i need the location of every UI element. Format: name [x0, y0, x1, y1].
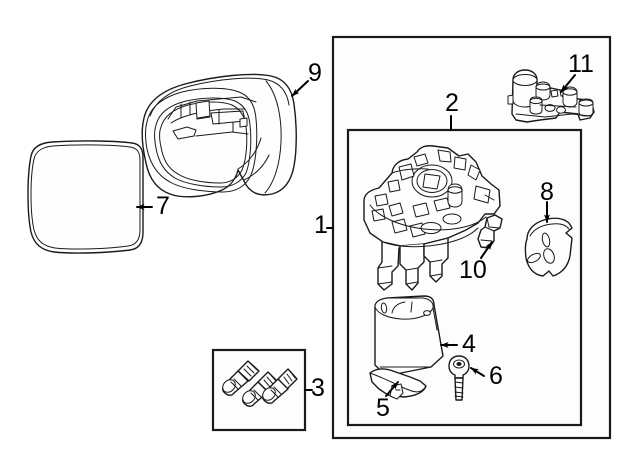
bolt-a: [222, 360, 260, 396]
callout-11: 11: [568, 50, 594, 78]
callout-1: 1: [314, 211, 328, 239]
callout-2: 2: [445, 89, 459, 117]
screw-kit: [222, 360, 298, 407]
callout-7: 7: [156, 192, 170, 220]
callout-3: 3: [311, 374, 325, 402]
mirror-motor-frame: [363, 145, 501, 291]
leader-lines: [136, 74, 576, 397]
bolt-c: [262, 368, 298, 404]
mirror-cap-cover: [374, 295, 444, 377]
callout-6: 6: [489, 362, 503, 390]
callout-4: 4: [462, 330, 476, 358]
gasket-seal: [524, 217, 573, 277]
callout-9: 9: [308, 59, 322, 87]
callout-5: 5: [376, 394, 390, 422]
mirror-housing-cover: [141, 73, 297, 198]
callout-10: 10: [459, 256, 487, 284]
mirror-glass: [27, 140, 144, 254]
callout-8: 8: [540, 178, 554, 206]
mirror-base-bracket: [507, 69, 595, 123]
mounting-screw: [448, 355, 470, 401]
